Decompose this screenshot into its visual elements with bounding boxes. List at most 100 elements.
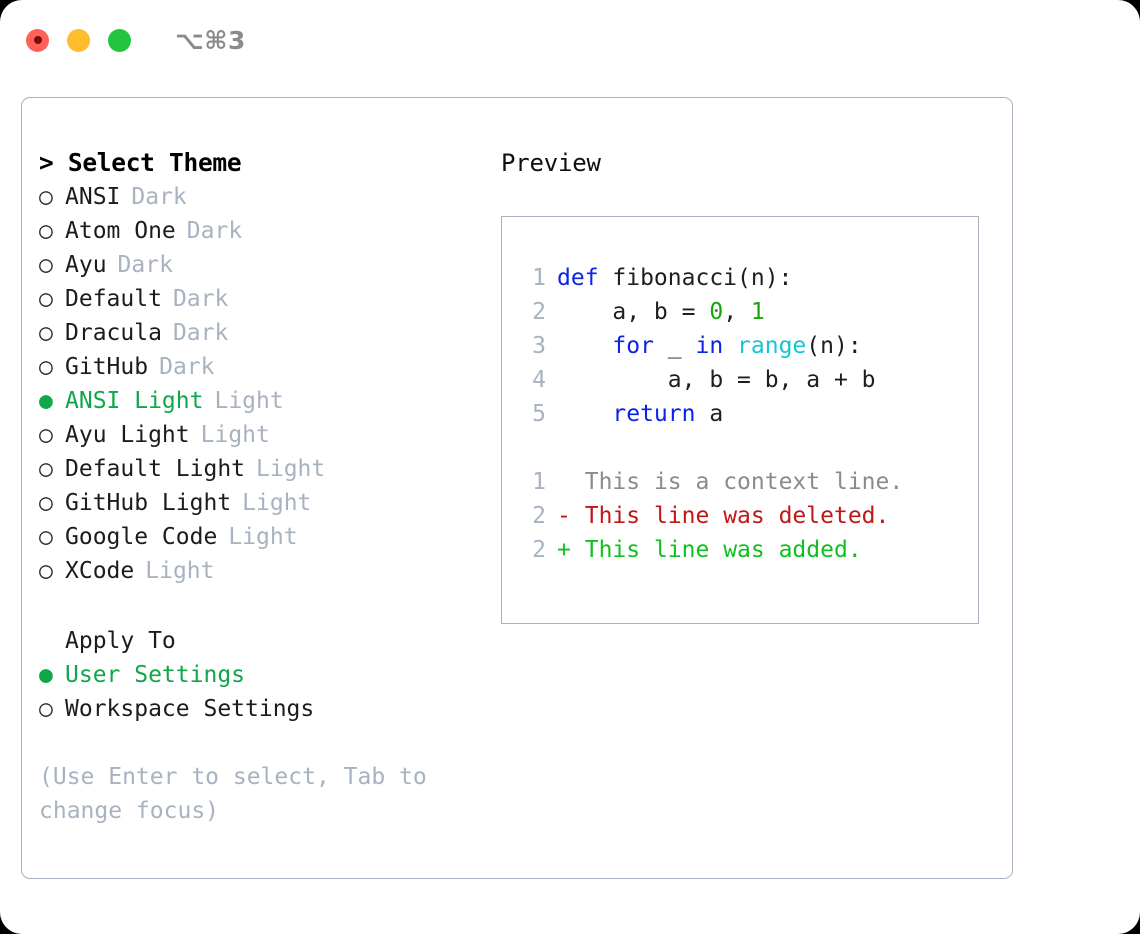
apply-to-option-user-settings[interactable]: ● User Settings xyxy=(39,658,484,692)
code-line: 3 for _ in range(n): xyxy=(520,329,978,363)
diff-sign: + xyxy=(557,537,571,563)
line-number: 4 xyxy=(532,367,546,393)
code-line: 5 return a xyxy=(520,397,978,431)
radio-unselected-icon: ○ xyxy=(39,354,53,380)
preview-spacer xyxy=(520,431,978,465)
code-token-plain: (n): xyxy=(737,265,793,291)
theme-option-label: Default xyxy=(65,286,162,312)
close-button[interactable] xyxy=(26,28,49,52)
theme-option-label: ANSI xyxy=(65,184,121,210)
radio-unselected-icon: ○ xyxy=(39,524,53,550)
theme-option-default-light[interactable]: ○ Default Light Light xyxy=(39,452,484,486)
apply-to-option-label: User Settings xyxy=(65,662,246,688)
diff-line-ctx: 1 This is a context line. xyxy=(520,465,978,499)
code-token-kw: def xyxy=(557,265,613,291)
code-token-plain: (n): xyxy=(806,333,862,359)
diff-sign: - xyxy=(557,503,571,529)
line-number: 2 xyxy=(532,299,546,325)
code-token-call: range xyxy=(737,333,807,359)
code-line: 4 a, b = b, a + b xyxy=(520,363,978,397)
theme-option-label: Default Light xyxy=(65,456,246,482)
theme-option-kind-badge: Light xyxy=(256,456,326,482)
radio-unselected-icon: ○ xyxy=(39,184,53,210)
minimize-button[interactable] xyxy=(67,28,90,52)
window-controls xyxy=(26,28,131,52)
theme-option-kind-badge: Light xyxy=(214,388,284,414)
apply-to-option-workspace-settings[interactable]: ○Workspace Settings xyxy=(39,692,484,726)
line-number: 2 xyxy=(532,503,546,529)
code-token-plain: a xyxy=(695,401,724,427)
theme-option-google-code[interactable]: ○ Google Code Light xyxy=(39,520,484,554)
theme-option-label: Ayu Light xyxy=(65,422,190,448)
theme-option-kind-badge: Dark xyxy=(172,320,229,346)
theme-option-label: Google Code xyxy=(65,524,218,550)
diff-line-add: 2 + This line was added. xyxy=(520,533,978,567)
radio-unselected-icon: ○ xyxy=(39,456,53,482)
theme-option-kind-badge: Dark xyxy=(131,184,187,210)
line-number: 5 xyxy=(532,401,546,427)
code-token-plain: , xyxy=(723,299,751,325)
diff-sign xyxy=(557,465,571,499)
code-token-kw: in xyxy=(695,333,724,359)
theme-option-label: ANSI Light xyxy=(65,388,204,414)
code-token-plain xyxy=(557,329,612,363)
code-token-plain: a, b = b, a + b xyxy=(557,367,876,393)
diff-sample: 1 This is a context line. 2- This line wa… xyxy=(520,465,978,567)
code-token-plain xyxy=(723,329,737,363)
theme-option-ansi[interactable]: ○ ANSI Dark xyxy=(39,180,484,214)
code-token-num: 1 xyxy=(750,299,765,325)
line-number: 3 xyxy=(532,333,546,359)
diff-text: This line was added. xyxy=(584,537,862,563)
theme-option-label: GitHub Light xyxy=(65,490,232,516)
code-line: 2 a, b = 0, 1 xyxy=(520,295,978,329)
diff-spacer xyxy=(571,533,585,567)
code-token-fn: fibonacci xyxy=(612,265,738,291)
theme-option-label: GitHub xyxy=(65,354,149,380)
radio-unselected-icon: ○ xyxy=(39,696,53,722)
window-titlebar: ⌥⌘3 xyxy=(0,0,1140,80)
code-token-plain xyxy=(557,397,612,431)
zoom-button[interactable] xyxy=(108,28,131,52)
apply-to-heading: Apply To xyxy=(65,628,176,654)
diff-text: This is a context line. xyxy=(584,469,904,495)
radio-unselected-icon: ○ xyxy=(39,320,53,346)
diff-spacer xyxy=(571,499,585,533)
diff-spacer xyxy=(571,465,585,499)
radio-unselected-icon: ○ xyxy=(39,218,53,244)
theme-option-kind-badge: Light xyxy=(200,422,270,448)
theme-option-label: XCode xyxy=(65,558,135,584)
preview-heading: Preview xyxy=(501,149,601,177)
theme-option-label: Ayu xyxy=(65,252,107,278)
code-line: 1 def fibonacci(n): xyxy=(520,261,978,295)
line-number: 1 xyxy=(532,469,546,495)
code-token-plain: _ xyxy=(653,333,696,359)
radio-unselected-icon: ○ xyxy=(39,490,53,516)
radio-selected-icon: ● xyxy=(39,662,53,688)
line-number: 2 xyxy=(532,537,546,563)
keyboard-shortcut-label: ⌥⌘3 xyxy=(175,25,246,55)
line-number: 1 xyxy=(532,265,546,291)
code-token-plain: a, b = xyxy=(557,299,710,325)
theme-option-xcode[interactable]: ○ XCode Light xyxy=(39,554,484,588)
theme-option-kind-badge: Light xyxy=(228,524,298,550)
code-token-kw: for xyxy=(612,333,654,359)
theme-option-kind-badge: Dark xyxy=(172,286,229,312)
theme-option-kind-badge: Light xyxy=(145,558,215,584)
radio-unselected-icon: ○ xyxy=(39,558,53,584)
radio-unselected-icon: ○ xyxy=(39,252,53,278)
